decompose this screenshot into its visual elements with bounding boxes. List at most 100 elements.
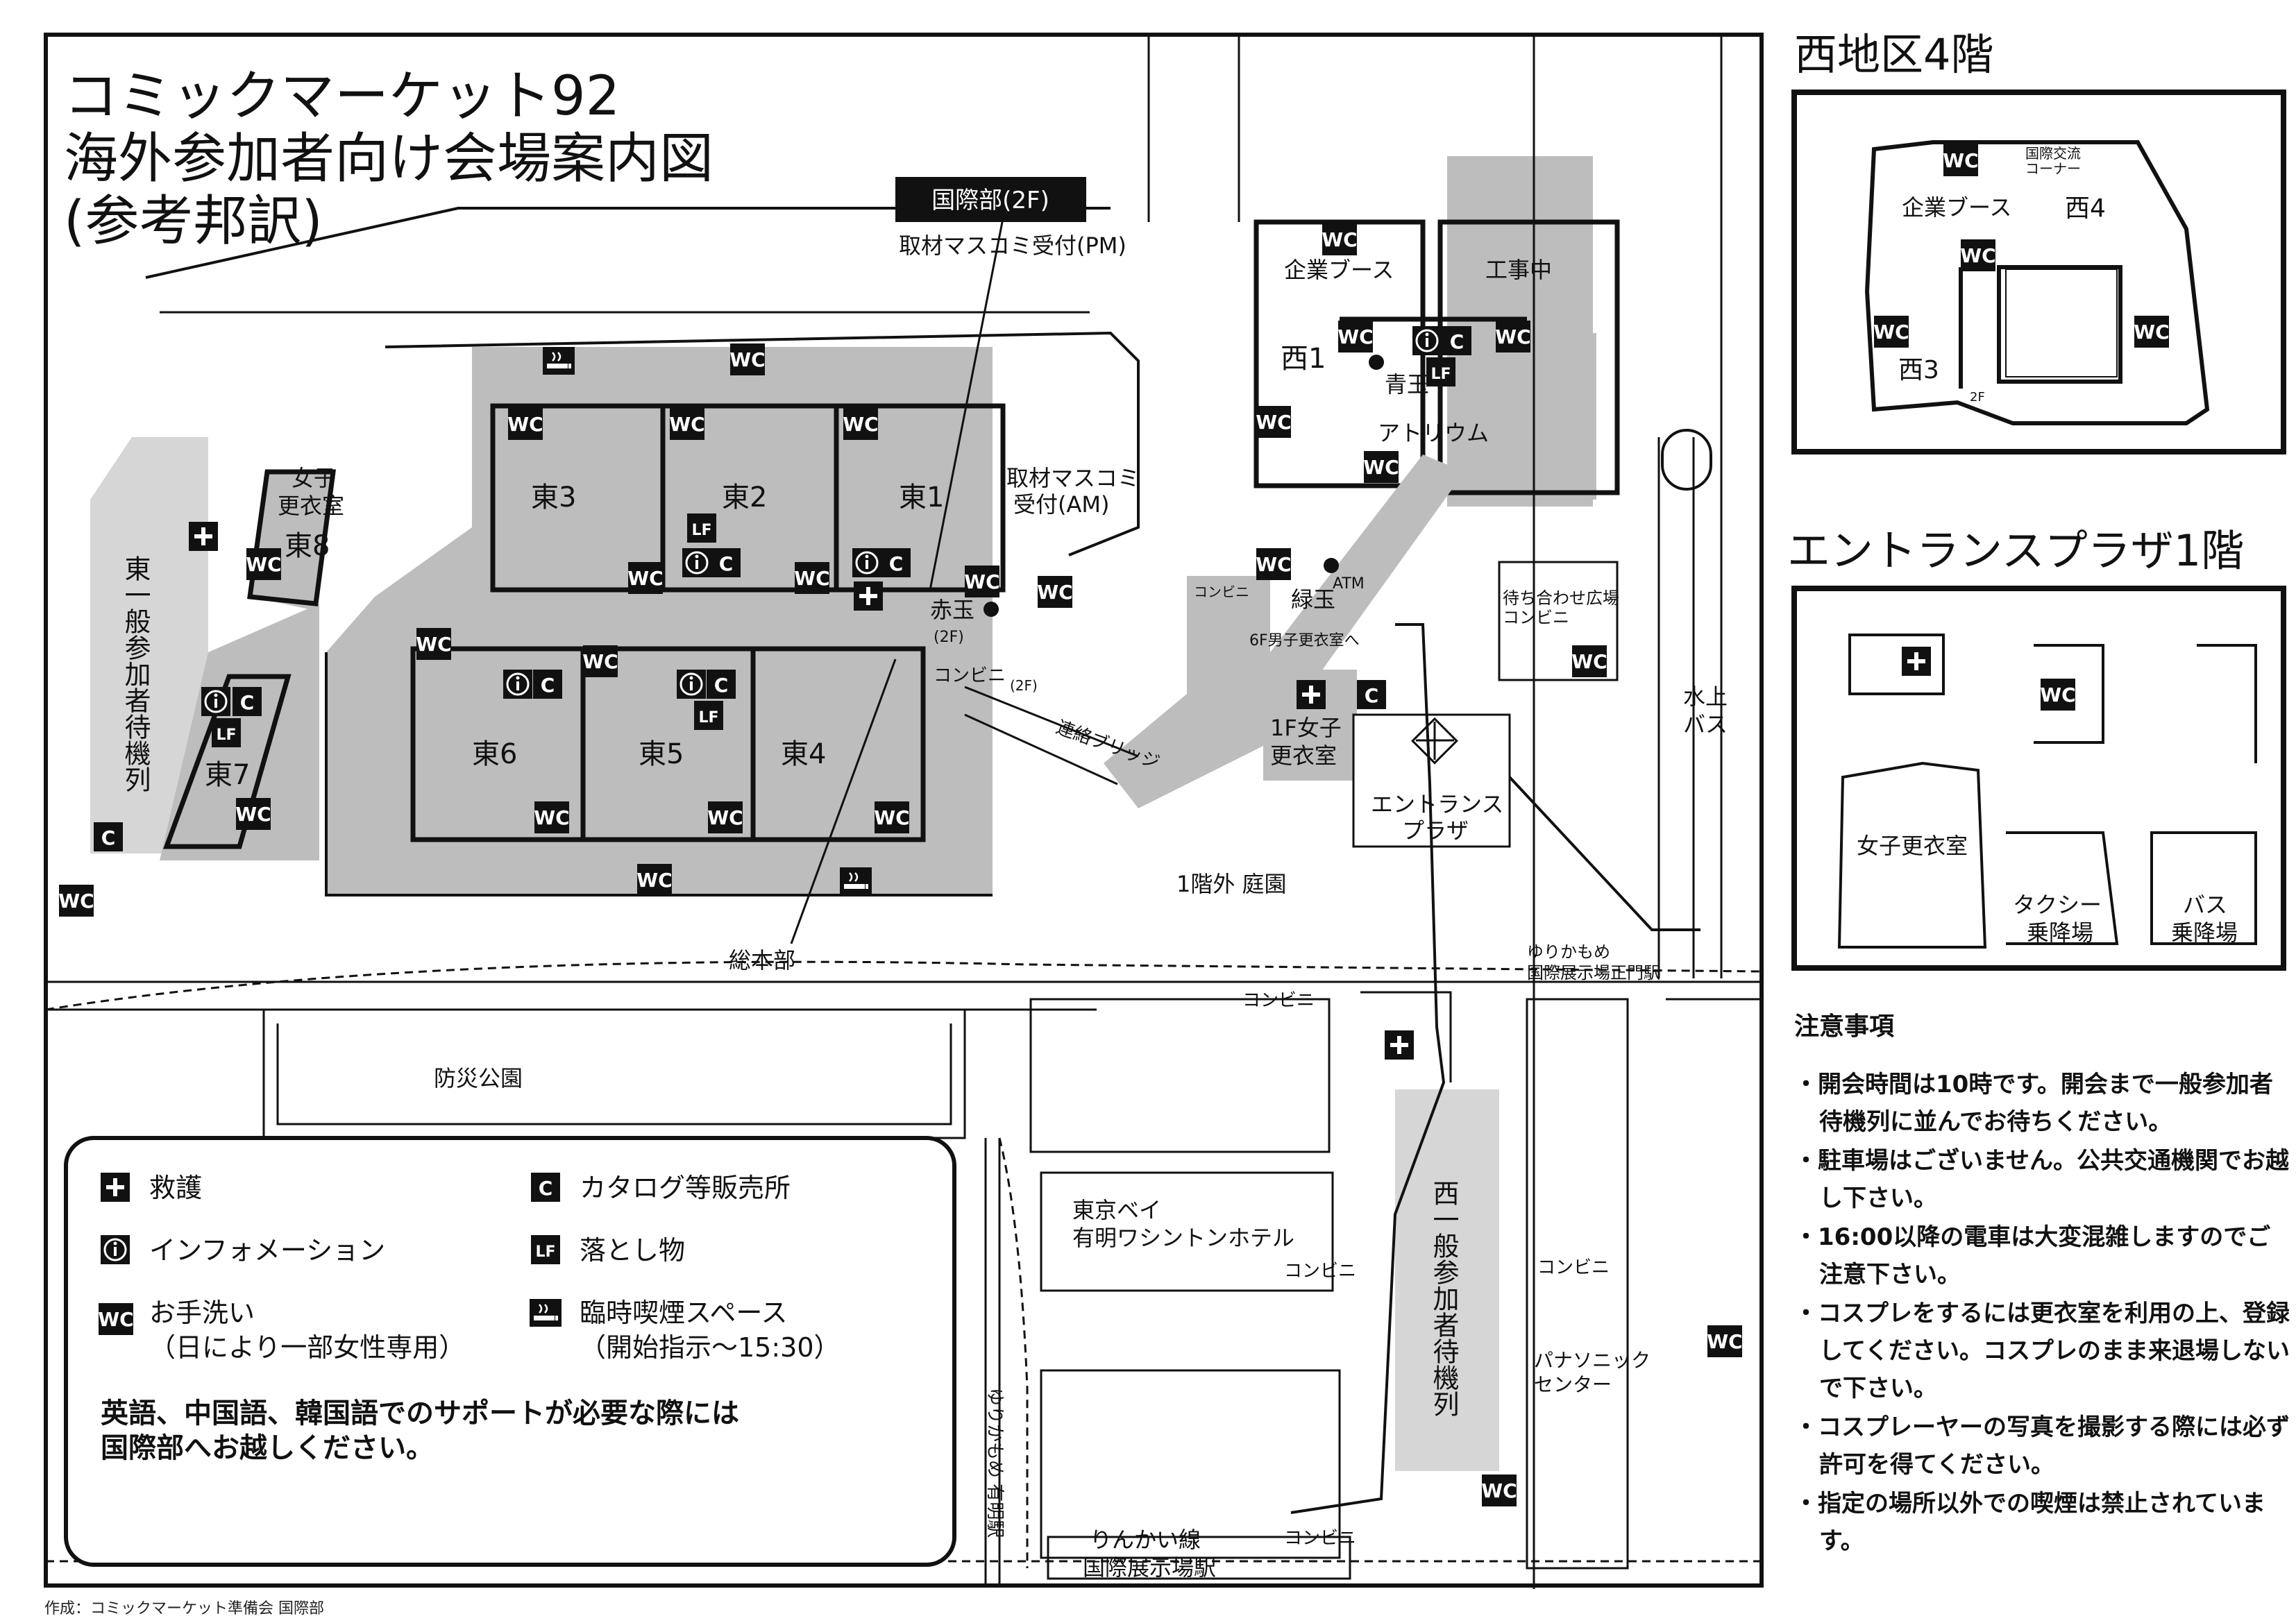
- atm-label: ATM: [1333, 575, 1365, 593]
- legend-first-aid: 救護: [149, 1173, 202, 1203]
- first-aid-icon: [1385, 1030, 1414, 1060]
- wc-icon: [507, 408, 543, 440]
- yurikamome-line2: 国際展示場正門駅: [1527, 963, 1660, 983]
- note-item: ・指定の場所以外での喫煙は禁止されています。: [1794, 1490, 2265, 1555]
- wc-icon: [582, 645, 618, 677]
- corporate-booth-label: 企業ブース: [1284, 257, 1394, 283]
- catalog-icon: [1357, 680, 1386, 709]
- legend-smoking-2: （開始指示～15:30）: [580, 1332, 841, 1363]
- wc-icon: [246, 548, 282, 580]
- legend-first-aid-icon: [101, 1173, 130, 1202]
- midoridama-dot-marker-icon: [1324, 558, 1339, 573]
- east-queue-label: 東一般参加者待機列: [120, 555, 151, 792]
- convenience-c: コンビニ: [1537, 1257, 1610, 1278]
- hall-east5: 東5: [639, 738, 684, 770]
- entrance-1f-panel: 女子更衣室 タクシー 乗降場 バス 乗降場: [1791, 586, 2286, 971]
- legend-catalog: カタログ等販売所: [580, 1173, 791, 1203]
- hotel-line2: 有明ワシントンホテル: [1072, 1225, 1294, 1251]
- entrance-1f-title: エントランスプラザ1階: [1787, 525, 2244, 576]
- first-aid-icon: [854, 581, 883, 611]
- garden-label: 1階外 庭園: [1176, 871, 1287, 897]
- bridge-zone: [1104, 454, 1464, 808]
- taxi-line2: 乗降場: [2027, 919, 2093, 946]
- hq-label: 総本部: [729, 947, 795, 974]
- hall-east2: 東2: [722, 482, 767, 513]
- yurikamome-line1: ゆりかもめ: [1527, 942, 1610, 962]
- convenience-a: コンビニ: [1242, 990, 1315, 1011]
- first-aid-icon: [1297, 680, 1326, 709]
- note-item: ・コスプレをするには更衣室を利用の上、登録してください。コスプレのまま来退場しな…: [1794, 1300, 2290, 1402]
- catalog-icon: [94, 822, 123, 851]
- convenience-bridge-label: コンビニ: [1194, 584, 1249, 600]
- hall-east1: 東1: [899, 482, 944, 513]
- wc-icon: [707, 801, 743, 833]
- meeting-plaza-line2: コンビニ: [1503, 608, 1569, 627]
- entrance-plaza-line1: エントランス: [1371, 791, 1503, 817]
- hall-east6: 東6: [472, 738, 517, 770]
- legend-smoking-icon: [528, 1298, 563, 1328]
- catalog-icon: [881, 548, 911, 577]
- wc-icon: [964, 566, 1000, 597]
- convenience-2f-floor: (2F): [1010, 677, 1038, 694]
- wc-icon: [534, 801, 570, 833]
- akadama-dot-marker-icon: [984, 602, 999, 617]
- hotel-line1: 東京ベイ: [1072, 1197, 1161, 1223]
- akadama-floor: (2F): [934, 629, 964, 646]
- notes-panel: 注意事項 ・開会時間は10時です。開会まで一般参加者待機列に並んでお待ちください…: [1794, 1006, 2290, 1561]
- info-icon: [502, 668, 534, 700]
- yurikamome-line: [45, 960, 1762, 1011]
- entrance-plaza-symbol: [1411, 717, 1458, 765]
- aodama-dot-marker-icon: [1369, 355, 1384, 370]
- bus-line1: バス: [2183, 892, 2227, 918]
- convenience-b: コンビニ: [1284, 1261, 1356, 1282]
- press-pm-label: 取材マスコミ受付(PM): [899, 232, 1126, 259]
- wc-icon: [843, 408, 879, 440]
- wc-icon: [729, 343, 766, 375]
- legend-info-icon: [99, 1234, 131, 1266]
- panasonic-line2: センター: [1534, 1373, 1612, 1396]
- women-changing-1f-line2: 更衣室: [1270, 742, 1337, 769]
- legend-lost-found-icon: [531, 1235, 560, 1264]
- lost-found-icon: [1426, 357, 1455, 386]
- legend-support-1: 英語、中国語、韓国語でのサポートが必要な際には: [101, 1397, 739, 1429]
- wc-icon: [1495, 321, 1531, 352]
- wc-icon: [627, 562, 664, 594]
- water-bus-line1: 水上: [1683, 683, 1728, 710]
- atrium-label: アトリウム: [1378, 420, 1489, 446]
- intl-dept-label: 国際部(2F): [931, 187, 1049, 214]
- legend-catalog-icon: [531, 1173, 560, 1202]
- midoridama-label: 緑玉: [1291, 586, 1335, 613]
- title-line-3: (参考邦訳): [64, 190, 323, 253]
- info-icon: [675, 668, 707, 700]
- legend: 救護 インフォメーション お手洗い （日により一部女性専用） カタログ等販売所 …: [64, 1136, 956, 1567]
- lost-found-icon: [687, 513, 716, 543]
- rinkai-line2: 国際展示場駅: [1083, 1554, 1216, 1581]
- west4f-2f-label: 2F: [1970, 390, 1985, 405]
- east-queue-area: [90, 437, 208, 853]
- catalog-icon: [533, 670, 562, 699]
- notes-title: 注意事項: [1794, 1012, 1895, 1041]
- water-bus-line2: バス: [1683, 711, 1728, 738]
- wc-icon: [794, 562, 830, 594]
- legend-toilet-2: （日により一部女性専用）: [149, 1332, 465, 1363]
- wc-icon: [636, 864, 673, 896]
- women-changing-e8-line1: 女子: [292, 465, 336, 491]
- hall-east8: 東8: [285, 530, 330, 562]
- catalog-icon: [1442, 326, 1471, 355]
- wc-icon: [1363, 451, 1399, 483]
- press-am-line2: 受付(AM): [1013, 491, 1109, 518]
- wc-icon: [669, 408, 705, 440]
- wc-icon: [1337, 321, 1374, 352]
- first-aid-icon: [1902, 647, 1931, 676]
- west4f-hall-west3: 西3: [1898, 356, 1939, 384]
- wc-icon: [1037, 576, 1073, 608]
- wc-icon: [1481, 1475, 1517, 1506]
- convenience-2f-label: コンビニ: [934, 665, 1006, 686]
- men-changing-label: 6F男子更衣室へ: [1249, 632, 1360, 649]
- intl-corner-line2: コーナー: [2025, 160, 2081, 177]
- wc-icon: [874, 801, 910, 833]
- legend-smoking-1: 臨時喫煙スペース: [580, 1298, 787, 1328]
- wc-icon: [2134, 316, 2170, 348]
- yurikamome-ariake-label: ゆりかもめ 有明駅: [984, 1388, 1005, 1538]
